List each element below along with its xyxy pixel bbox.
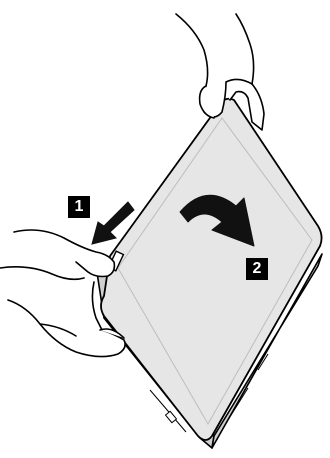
laptop-lid [100,97,323,441]
curved-arrow-icon [179,194,255,247]
lid-edge-highlight [117,117,313,426]
arrow-down-left-icon [91,201,135,245]
step-badge-1: 1 [68,196,90,218]
step-badge-2: 2 [246,258,268,280]
left-hand [0,229,126,358]
right-hand [175,13,265,131]
